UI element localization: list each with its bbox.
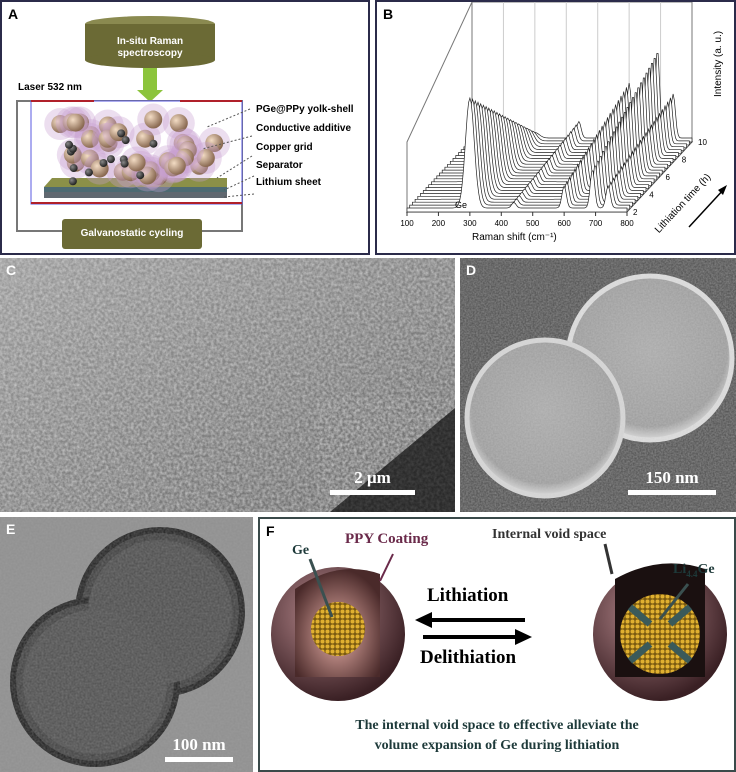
z-axis-label: Intensity (a. u.)	[713, 30, 724, 97]
li-ge-prefix: Li	[673, 562, 687, 577]
raman-waterfall-chart: 100 200 300 400 500 600 700 800 2 4 6 8 10	[400, 2, 727, 228]
panel-label: B	[383, 6, 394, 22]
ppy-coating-label: PPY Coating	[345, 531, 429, 547]
panel-label: D	[466, 262, 477, 278]
li-ge-suffix: Ge	[697, 562, 715, 577]
sem-image-particle	[460, 258, 736, 512]
x-tick-label: 800	[620, 219, 634, 228]
conductive-additive-particle	[136, 171, 145, 180]
caption-line-1: The internal void space to effective all…	[355, 718, 639, 733]
scale-bar-label: 100 nm	[172, 735, 226, 754]
ge-core	[144, 110, 163, 129]
caption: The internal void space to effective all…	[260, 716, 734, 756]
sem-image-film	[0, 258, 455, 512]
delithiation-label: Delithiation	[420, 647, 517, 668]
galvanostatic-label: Galvanostatic cycling	[80, 228, 184, 239]
spectroscopy-label-1: In-situ Raman	[116, 36, 184, 47]
y-tick-label: 4	[649, 191, 654, 200]
conductive-additive-particle	[120, 159, 129, 168]
ge-pointer-arrow	[308, 558, 334, 618]
callout-conductive-additive: Conductive additive	[256, 123, 352, 134]
scale-bar: 100 nm	[165, 735, 233, 762]
time-arrow	[688, 187, 726, 228]
y-tick-label: 8	[682, 156, 687, 165]
ppy-pointer-arrow	[379, 553, 394, 582]
raman-cell-schematic	[16, 16, 255, 249]
panel-d: D 150 nm	[460, 258, 736, 512]
scale-bar: 2 μm	[330, 468, 415, 495]
panel-c: C 2 μm	[0, 258, 455, 512]
ge-core	[205, 134, 224, 153]
laser-beam-arrow	[143, 68, 157, 90]
conductive-additive-particle	[106, 155, 115, 164]
callout-lithium-sheet: Lithium sheet	[256, 177, 322, 188]
ge-core	[127, 153, 146, 172]
callout-copper-grid: Copper grid	[256, 142, 313, 153]
conductive-additive-particle	[117, 129, 126, 138]
ge-core	[138, 166, 157, 185]
callout-yolk-shell: PGe@PPy yolk-shell	[256, 104, 354, 115]
conductive-additive-particle	[121, 136, 130, 145]
li-ge-pointer-arrow	[658, 583, 690, 620]
conductive-additive-particle	[149, 139, 158, 148]
li-ge-label: Li4.4Ge	[673, 562, 715, 579]
panel-label: A	[8, 6, 19, 22]
galvanostatic-box	[62, 219, 202, 249]
panel-label: C	[6, 262, 17, 278]
y-tick-label: 6	[666, 173, 671, 182]
conductive-additive-particle	[99, 158, 108, 167]
ge-annotation: Ge	[455, 200, 468, 210]
panel-label: E	[6, 521, 16, 537]
x-tick-label: 100	[400, 219, 414, 228]
x-tick-label: 500	[526, 219, 540, 228]
scale-bar-label: 2 μm	[354, 468, 391, 487]
tem-image-yolk-shell	[0, 517, 253, 772]
panel-label: F	[266, 523, 275, 539]
void-space-label: Internal void space	[492, 527, 607, 542]
ge-core	[80, 129, 99, 148]
conductive-additive-particle	[69, 164, 78, 173]
x-axis-label: Raman shift (cm⁻¹)	[472, 232, 557, 243]
spectroscopy-label-2: spectroscopy	[117, 48, 183, 59]
x-tick-label: 600	[557, 219, 571, 228]
laser-label: Laser 532 nm	[18, 82, 82, 93]
ge-core	[167, 156, 186, 175]
ge-core	[196, 149, 215, 168]
y-tick-label: 2	[633, 208, 638, 217]
conductive-additive-particle	[64, 140, 73, 149]
x-tick-label: 700	[589, 219, 603, 228]
scale-bar: 150 nm	[628, 468, 716, 495]
ge-label: Ge	[292, 543, 310, 558]
panel-e: E 100 nm	[0, 517, 253, 772]
x-tick-label: 200	[432, 219, 446, 228]
y-tick-label: 10	[698, 138, 707, 147]
panel-f: F PPY Coating Ge Internal void space Li4…	[258, 517, 736, 772]
ge-core	[66, 113, 85, 132]
panel-b: B 100 200 300 400 500 600 700 800 2 4 6 8 10 Raman s…	[375, 0, 736, 255]
x-tick-label: 400	[495, 219, 509, 228]
void-pointer-arrow	[603, 543, 614, 575]
expansion-arrows-icon	[627, 604, 693, 664]
spectrum-line	[406, 96, 628, 213]
conductive-additive-particle	[68, 177, 77, 186]
callout-separator: Separator	[256, 160, 303, 171]
lithiation-label: Lithiation	[427, 585, 509, 606]
scale-bar-label: 150 nm	[645, 468, 699, 487]
caption-line-2: volume expansion of Ge during lithiation	[374, 738, 620, 753]
time-arrowhead	[718, 185, 727, 195]
li-ge-subscript: 4.4	[686, 568, 698, 579]
yolk-shell-mechanism-diagram	[271, 543, 727, 701]
ge-core	[169, 114, 188, 133]
panel-a: A In-situ Raman spectroscopy Laser	[0, 0, 370, 255]
conductive-additive-particle	[84, 168, 93, 177]
x-tick-label: 300	[463, 219, 477, 228]
